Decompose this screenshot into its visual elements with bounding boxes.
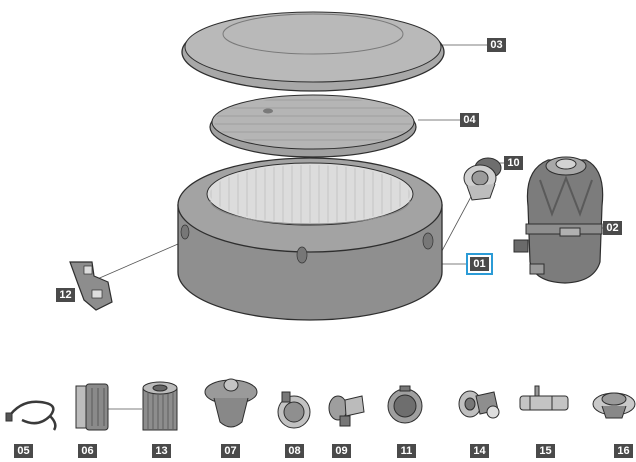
air-valve-part: [328, 395, 365, 427]
inflatable-lid-part: [209, 94, 417, 158]
part-label-10: 10: [504, 156, 523, 170]
hose-adapter-part-15: [519, 385, 569, 411]
part-label-12: 12: [56, 288, 75, 302]
part-label-16: 16: [614, 444, 633, 458]
chemical-floater-part: [204, 378, 258, 428]
buckle-part: [69, 261, 113, 311]
plug-part-11: [387, 385, 423, 424]
part-label-13: 13: [152, 444, 171, 458]
cover-part: [181, 11, 445, 92]
part-label-02: 02: [603, 221, 622, 235]
hose-part: [5, 400, 57, 431]
part-label-01[interactable]: 01: [466, 253, 493, 275]
filter-cartridge-part: [142, 381, 178, 431]
filter-pump-part: [513, 156, 604, 284]
strainer-housing-part: [75, 383, 109, 431]
part-label-05: 05: [14, 444, 33, 458]
part-label-15: 15: [536, 444, 555, 458]
part-label-06: 06: [78, 444, 97, 458]
part-label-11: 11: [397, 444, 416, 458]
part-label-14: 14: [470, 444, 489, 458]
spa-drain-part-16: [592, 392, 636, 419]
part-label-07: 07: [221, 444, 240, 458]
spa-body-part: [177, 157, 443, 321]
strainer-cap-part: [277, 391, 311, 429]
part-label-03: 03: [487, 38, 506, 52]
connector-part-14: [458, 390, 500, 419]
part-label-04: 04: [460, 113, 479, 127]
connector-part-10: [463, 157, 502, 201]
part-label-08: 08: [285, 444, 304, 458]
part-label-09: 09: [332, 444, 351, 458]
